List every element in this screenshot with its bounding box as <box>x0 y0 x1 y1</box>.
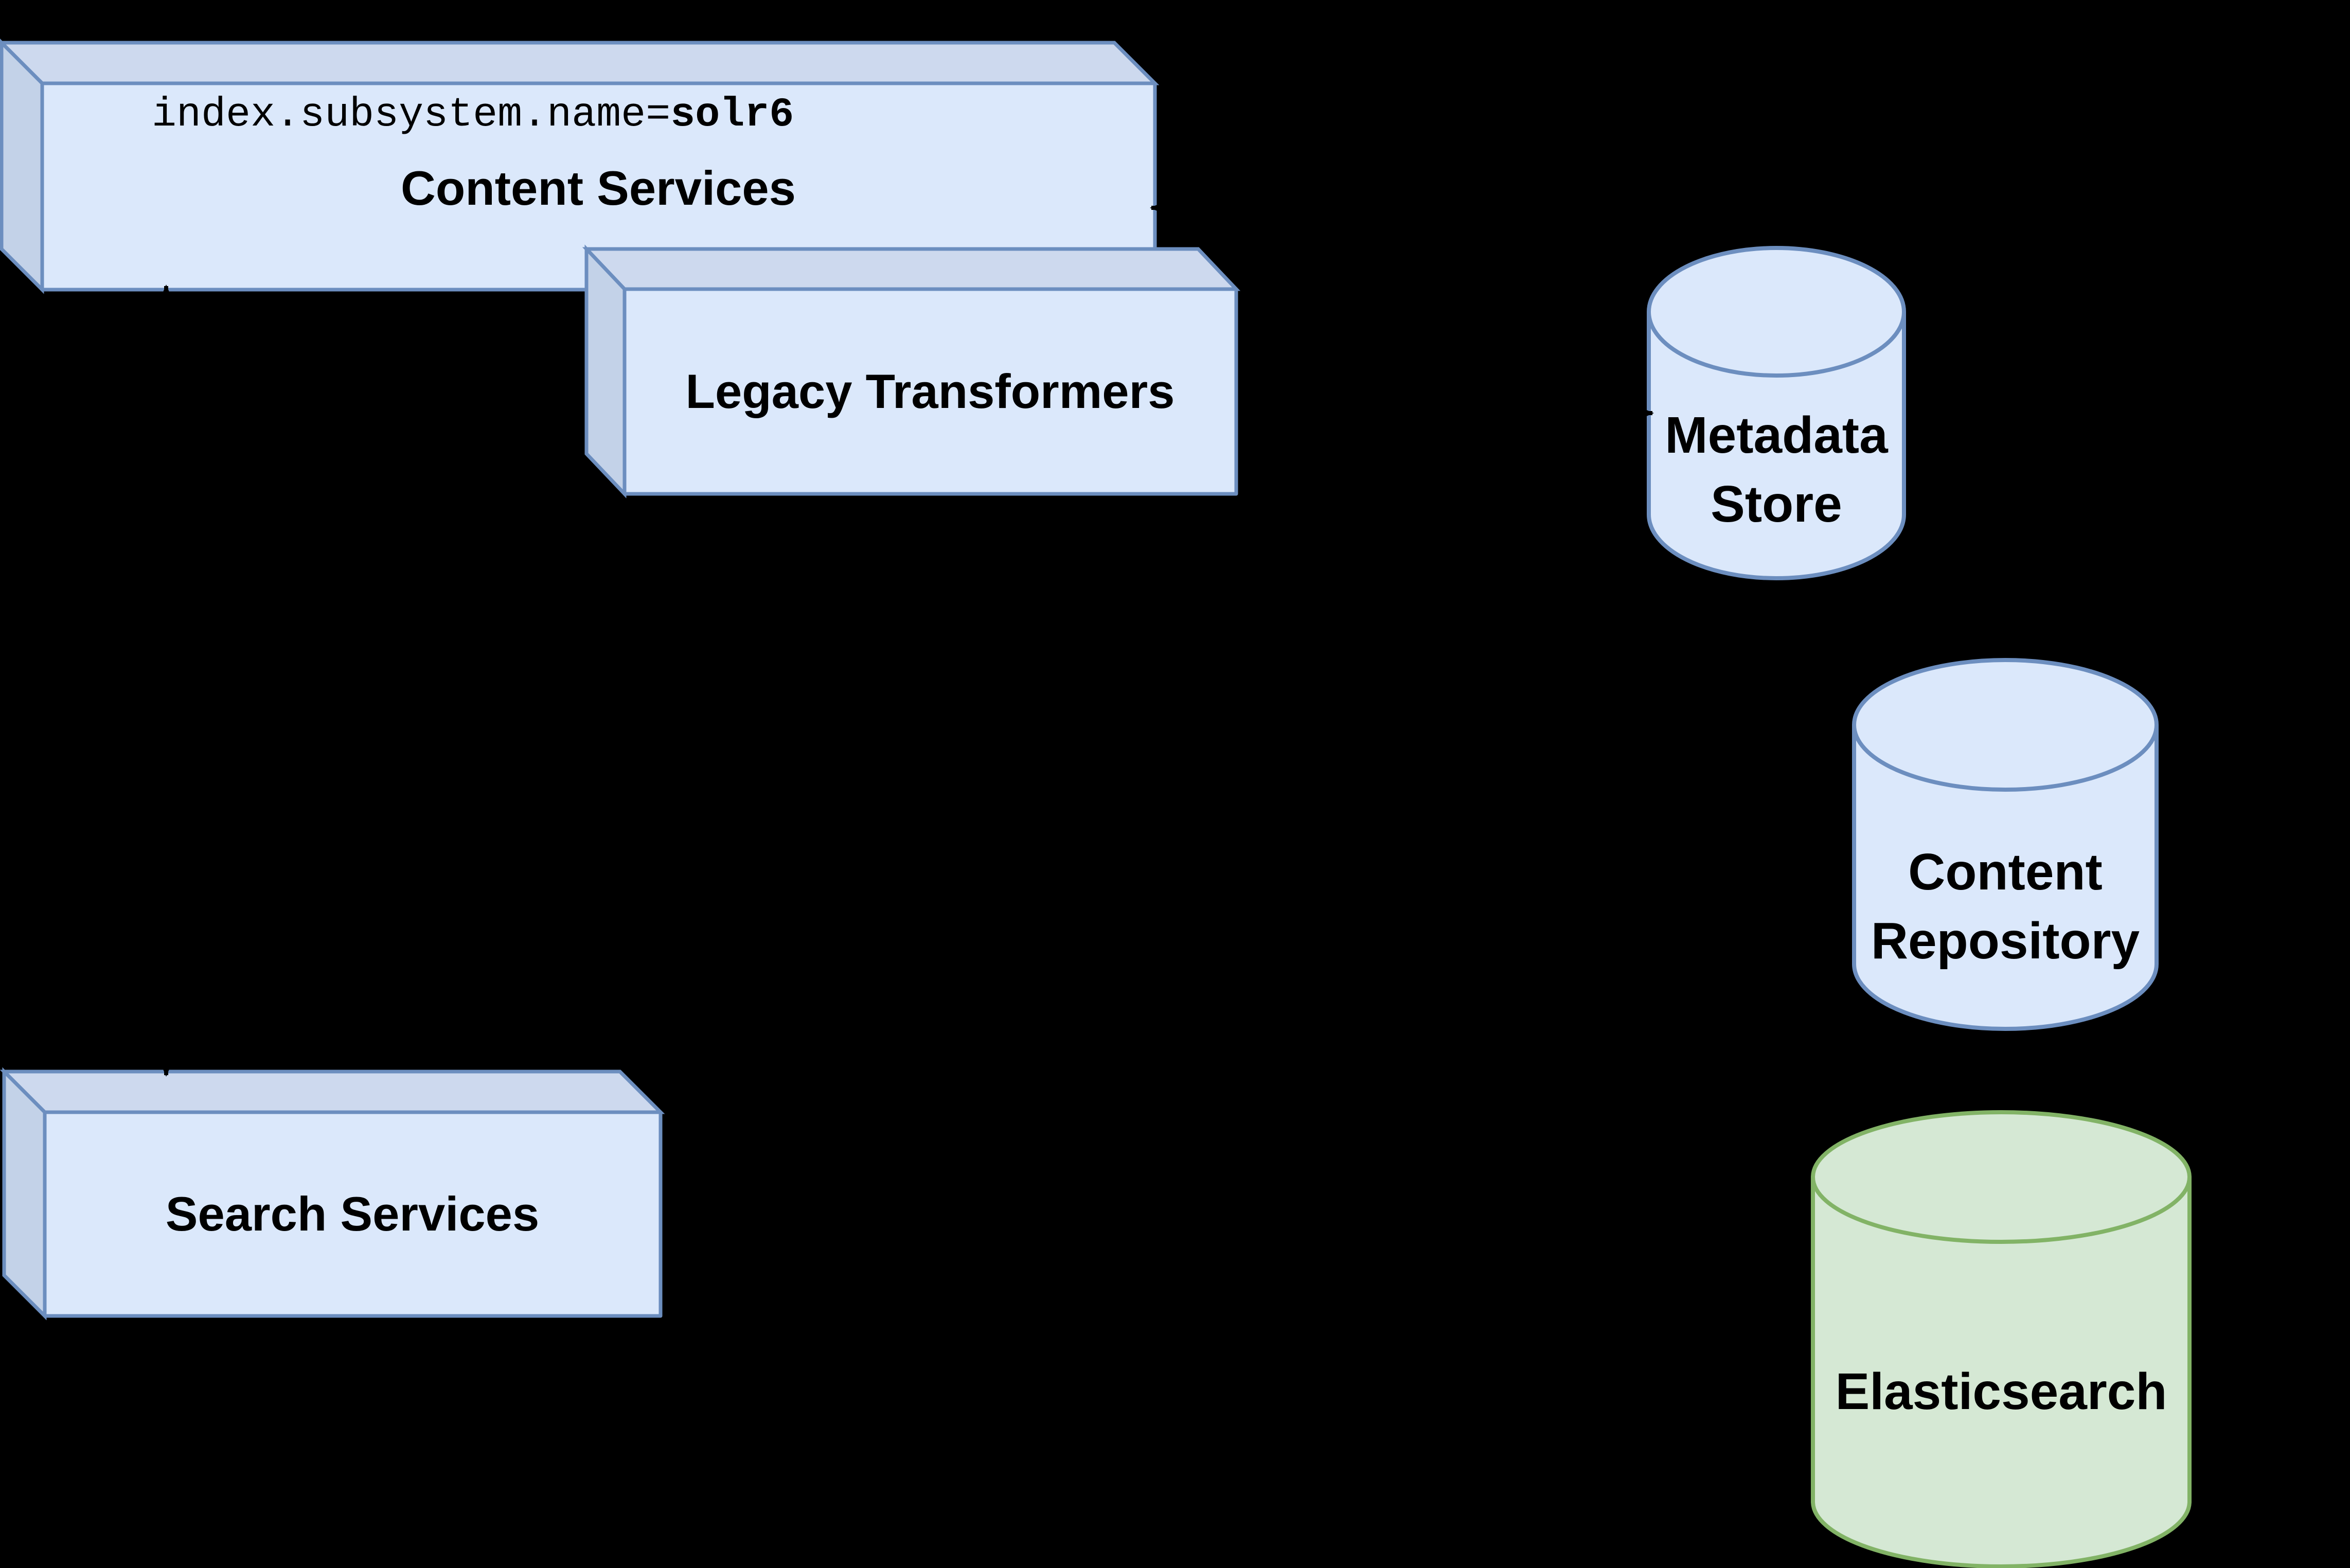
search-services-left-face <box>2 1067 47 1321</box>
metadata-store-label: Metadata Store <box>1665 406 1888 533</box>
search-services-box <box>0 1067 665 1321</box>
content-services-label: Content Services <box>401 161 796 216</box>
search-services-front-face <box>43 1110 663 1318</box>
search-services-top-face <box>0 1070 665 1114</box>
legacy-transformers-left-face <box>584 244 627 498</box>
metadata-store-top <box>1647 246 1906 378</box>
elasticsearch-body <box>1811 1177 2192 1568</box>
content-repository-top <box>1852 658 2159 792</box>
content-repository-body <box>1852 725 2159 1031</box>
content-repository-cylinder <box>1852 658 2159 1031</box>
legacy-transformers-top-face <box>582 247 1241 291</box>
search-services-label: Search Services <box>165 1187 540 1241</box>
config-annotation-value: solr6 <box>670 92 794 138</box>
config-annotation-key: index.subsystem.name= <box>152 92 671 138</box>
config-annotation: index.subsystem.name=solr6 <box>53 54 794 177</box>
metadata-store-body <box>1647 312 1906 580</box>
content-repository-label: Content Repository <box>1871 843 2140 970</box>
content-services-left-face <box>0 39 44 294</box>
metadata-store-cylinder <box>1647 246 1906 580</box>
legacy-transformers-label: Legacy Transformers <box>685 364 1175 419</box>
content-services-box <box>0 39 1160 294</box>
elasticsearch-label: Elasticsearch <box>1835 1363 2167 1420</box>
elasticsearch-cylinder <box>1811 1110 2192 1568</box>
connector-content-services-metadata-store <box>1150 200 1654 421</box>
elasticsearch-top <box>1811 1110 2192 1244</box>
legacy-transformers-front-face <box>622 287 1238 496</box>
legacy-transformers-box <box>582 244 1241 498</box>
